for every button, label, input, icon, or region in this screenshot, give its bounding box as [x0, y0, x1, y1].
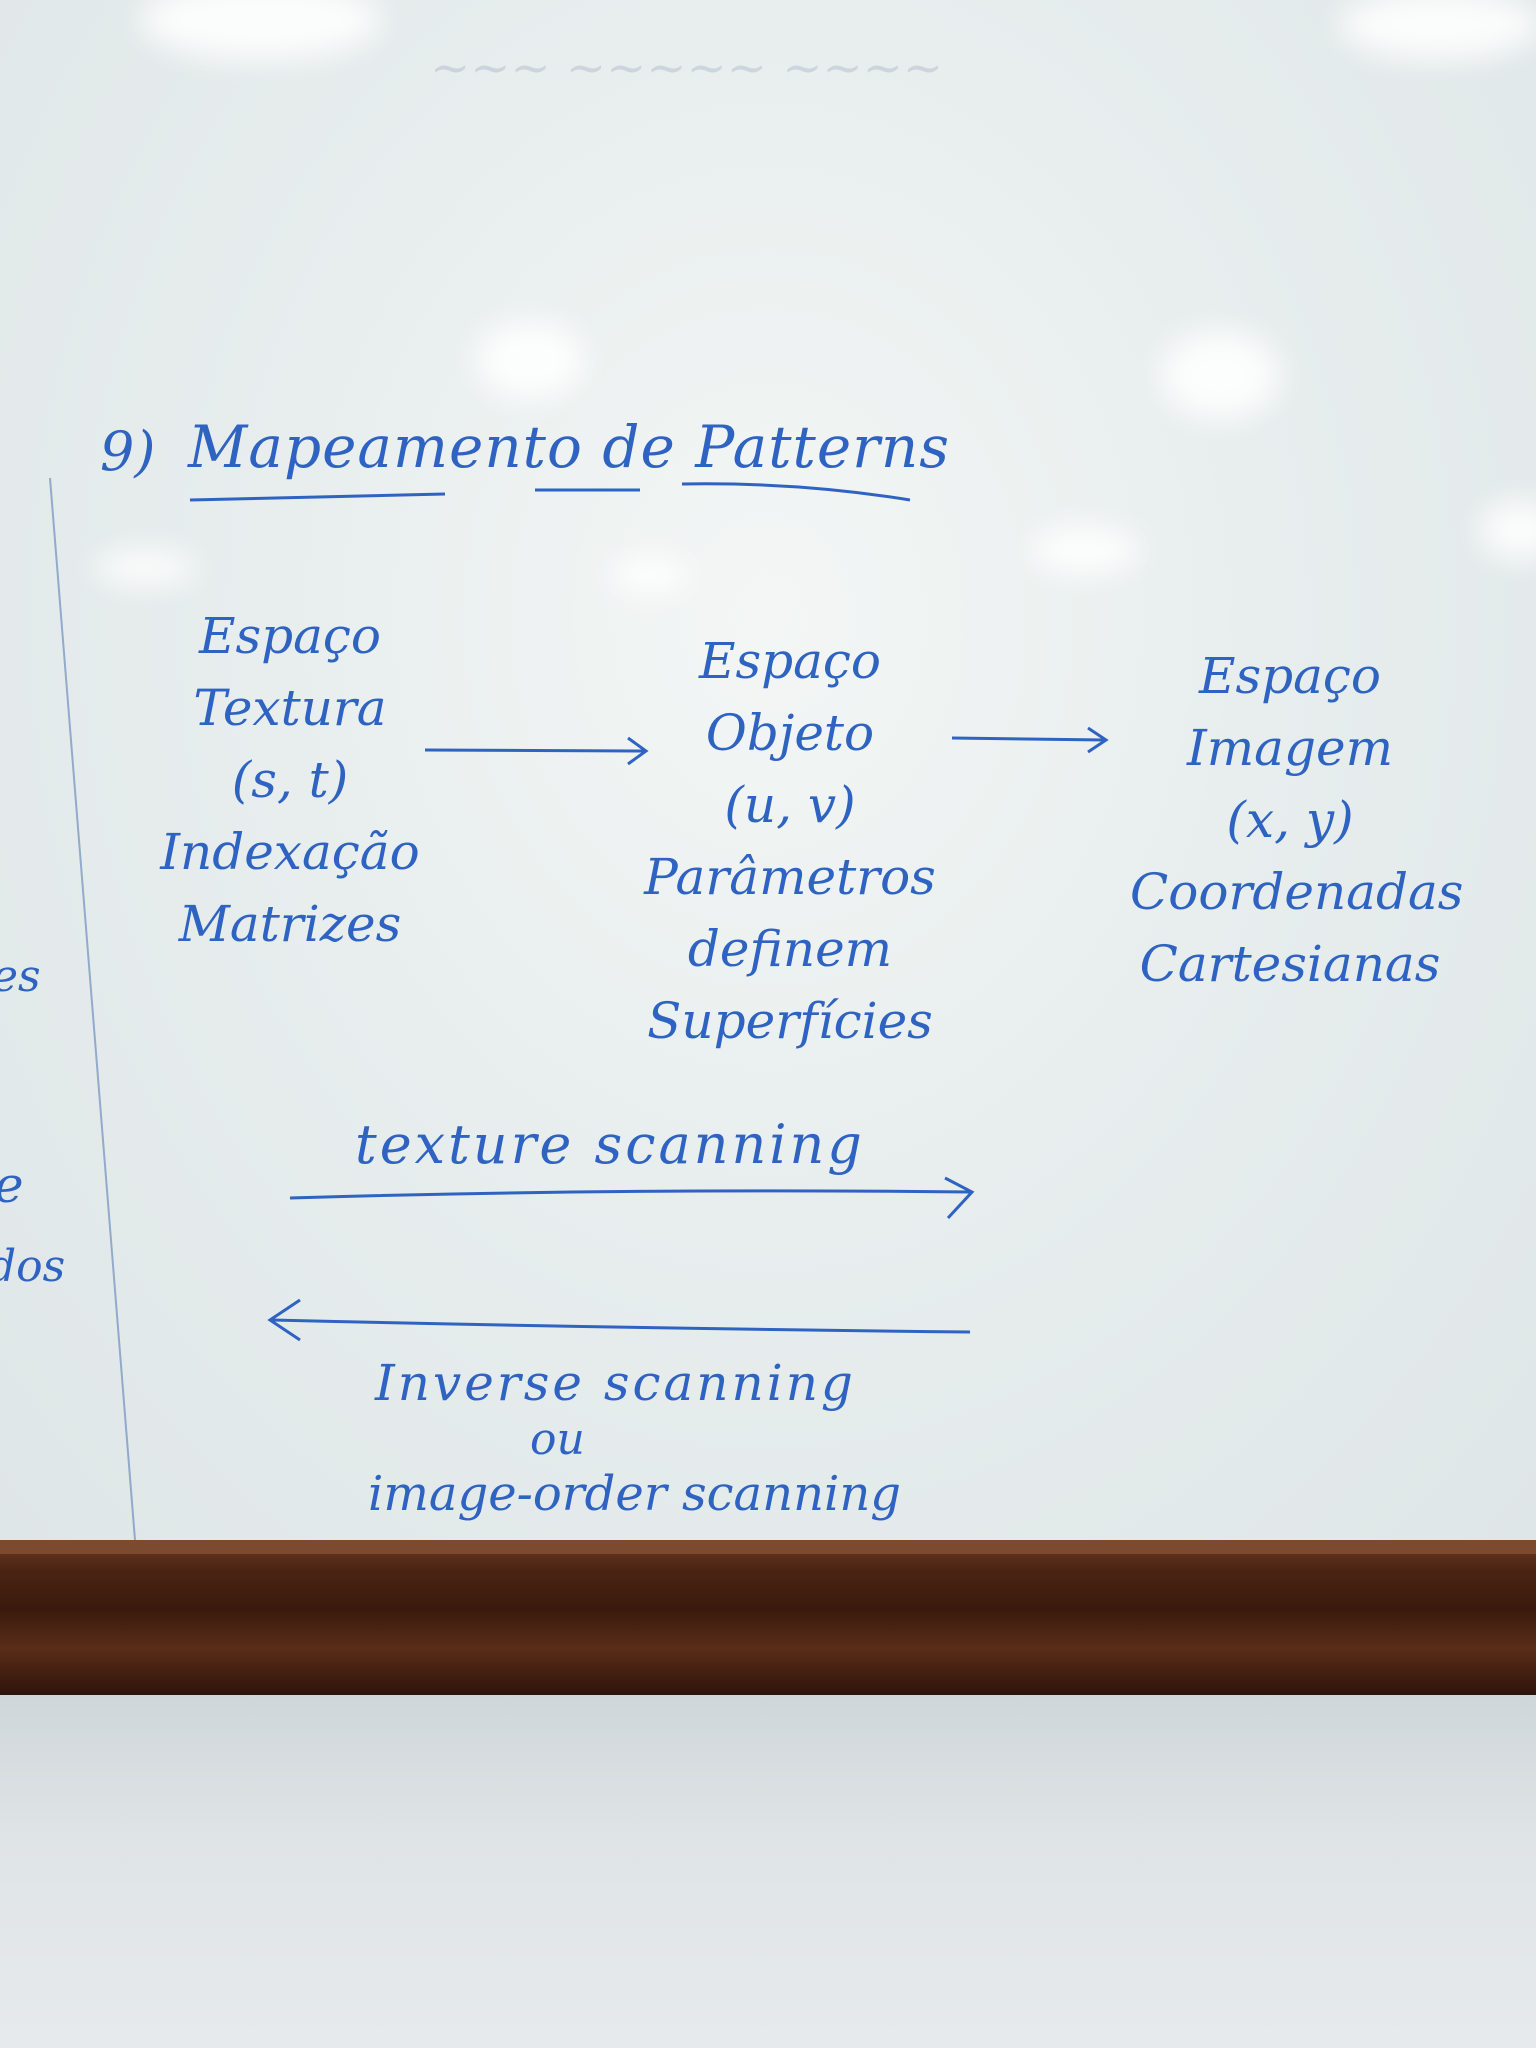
column-description: Cartesianas — [1139, 935, 1441, 993]
title-underline — [189, 492, 446, 502]
column-description: definem — [687, 920, 893, 978]
forward-arrow-label: texture scanning — [355, 1113, 865, 1176]
arrow-right-icon — [951, 726, 1109, 754]
edge-fragment: e — [0, 1160, 24, 1210]
column-description: Coordenadas — [1130, 863, 1464, 921]
column-description: Superfícies — [647, 992, 933, 1050]
edge-fragment: dos — [0, 1241, 66, 1292]
image-order-label: image-order scanning — [368, 1466, 901, 1522]
column-heading: Espaço — [698, 632, 882, 690]
ceiling-light-reflection — [1340, 0, 1536, 60]
ceiling-light-reflection — [95, 550, 195, 585]
column-heading: Espaço — [1198, 647, 1382, 705]
heading-number: 9) — [100, 420, 156, 483]
column-description: Indexação — [160, 823, 420, 881]
edge-fragment: es — [0, 951, 41, 1002]
ceiling-light-reflection — [1160, 330, 1280, 420]
image-space-column: Espaço Imagem (x, y) Coordenadas Cartesi… — [1130, 640, 1464, 1000]
object-space-column: Espaço Objeto (u, v) Parâmetros definem … — [630, 625, 950, 1057]
marker-tray — [0, 1540, 1536, 1695]
ceiling-light-reflection — [1030, 525, 1140, 575]
title-underline — [681, 482, 911, 502]
wall — [0, 1695, 1536, 2048]
erased-writing: ~~~ ~~~~~ ~~~~ — [430, 40, 944, 96]
column-description: Matrizes — [178, 895, 402, 953]
divider-line — [49, 477, 136, 1541]
column-subheading: Textura — [193, 679, 387, 737]
long-arrow-left-icon — [267, 1298, 971, 1342]
board-drawing-strokes — [49, 477, 1109, 1541]
or-label: ou — [530, 1414, 585, 1465]
ceiling-light-reflection — [475, 320, 585, 400]
marker-tray-lip — [0, 1540, 1536, 1554]
arrow-right-icon — [424, 736, 649, 766]
column-subheading: Objeto — [705, 704, 875, 762]
column-subheading: Imagem — [1187, 719, 1393, 777]
inverse-arrow-label: Inverse scanning — [375, 1354, 856, 1412]
whiteboard — [0, 0, 1536, 1545]
coordinate-pair: (s, t) — [231, 751, 349, 809]
coordinate-pair: (x, y) — [1226, 791, 1354, 849]
column-description: Parâmetros — [644, 848, 936, 906]
ceiling-light-reflection — [1480, 500, 1536, 560]
ceiling-light-reflection — [610, 555, 690, 595]
column-heading: Espaço — [198, 607, 382, 665]
page-title: Mapeamento de Patterns — [188, 413, 951, 481]
long-arrow-right-icon — [289, 1176, 975, 1220]
texture-space-column: Espaço Textura (s, t) Indexação Matrizes — [140, 600, 440, 960]
coordinate-pair: (u, v) — [724, 776, 856, 834]
